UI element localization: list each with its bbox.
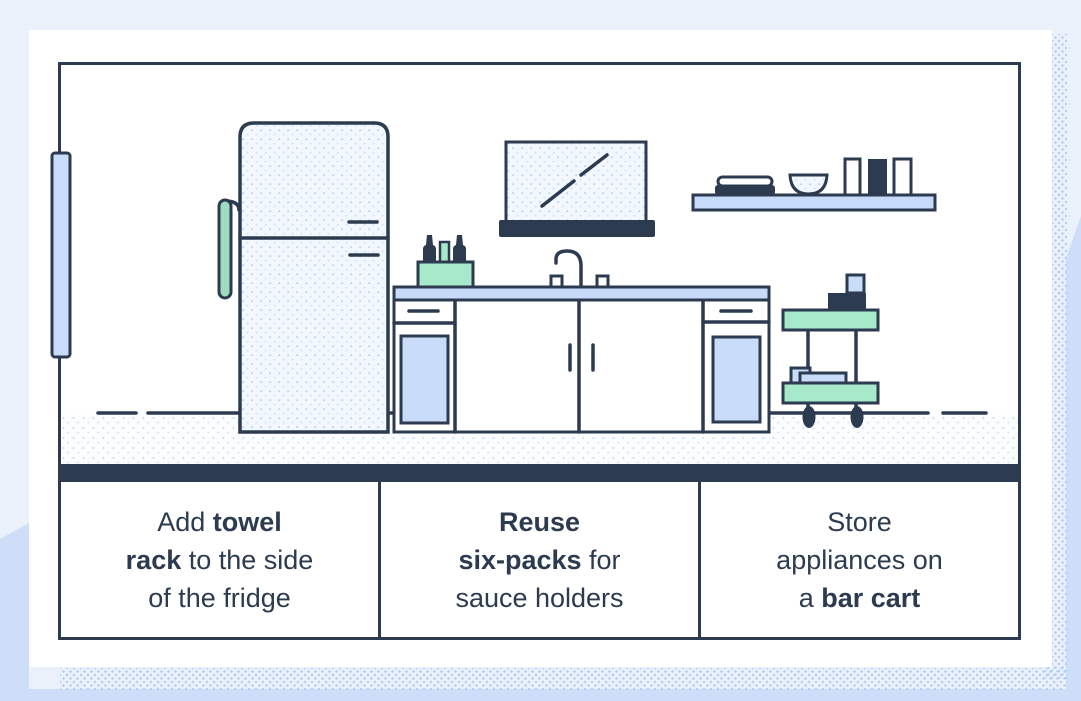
cart-wheel-right <box>850 406 864 428</box>
window-frame <box>50 151 72 359</box>
plate-top <box>716 175 774 188</box>
bottle-1 <box>423 235 436 264</box>
bar-cart <box>781 273 880 428</box>
sink-faucet <box>549 249 610 290</box>
cabinet-panel-left <box>399 334 450 425</box>
towel-rack <box>217 198 242 300</box>
appliance <box>828 293 866 310</box>
cabinet-panel-right <box>711 335 762 424</box>
book-2 <box>868 159 887 195</box>
cart-wheel-left <box>802 406 816 428</box>
bowl <box>788 173 829 196</box>
refrigerator <box>238 121 390 434</box>
book-3 <box>892 157 913 197</box>
door-handles <box>568 343 595 372</box>
countertop <box>392 285 771 302</box>
book-1 <box>843 157 862 197</box>
cart-bottom-shelf <box>781 381 880 405</box>
six-pack-box <box>416 260 475 289</box>
kitchen-counter <box>392 285 771 434</box>
shelf-plank <box>691 193 937 212</box>
wall-shelf <box>691 157 937 212</box>
six-pack-sauce-holder <box>416 235 475 289</box>
decor-bottom-band <box>0 689 1081 701</box>
decor-bottom-left-triangle <box>0 523 29 701</box>
appliance-top <box>845 273 866 295</box>
bottle-2 <box>453 235 466 264</box>
tap-right <box>595 274 610 289</box>
tap-left <box>549 274 564 289</box>
mirror-glint <box>540 153 609 208</box>
kitchen-scene <box>50 121 1018 464</box>
mirror <box>499 140 655 237</box>
decor-halftone-bottom <box>60 668 1067 690</box>
decor-right-band <box>1066 216 1081 701</box>
cart-top-shelf <box>781 308 880 332</box>
baseboard-bar <box>61 464 1018 482</box>
